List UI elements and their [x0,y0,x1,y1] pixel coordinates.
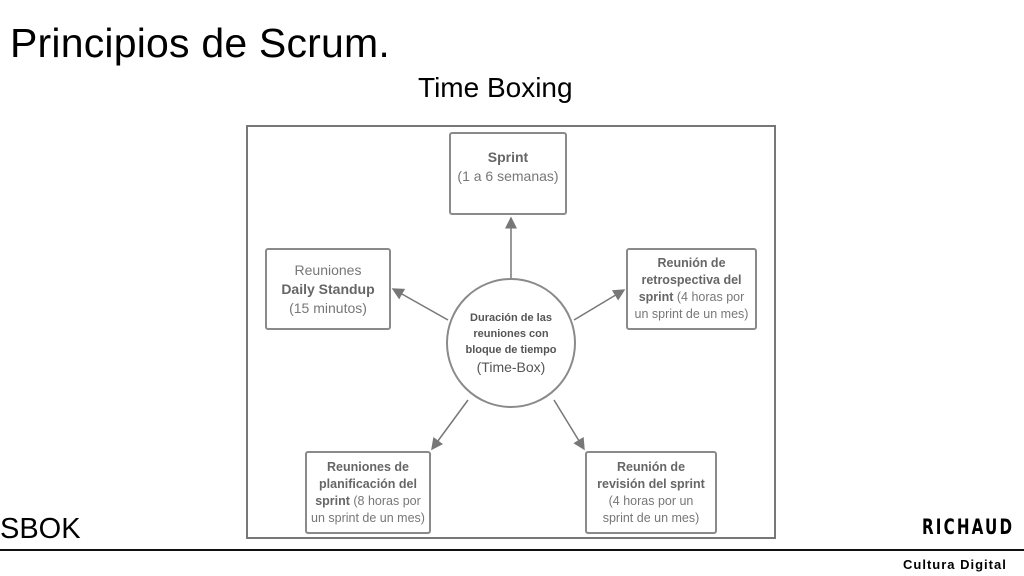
daily-label: Daily Standup [281,280,375,297]
center-line3: bloque de tiempo [465,343,557,356]
planning-line3-bold: sprint [315,493,350,508]
source-label: SBOK [0,513,81,545]
planning-line4: un sprint de un mes) [311,510,425,525]
footer-divider [0,549,1024,551]
arrow-to-review [553,399,585,451]
retrospective-box: Reunión de retrospectiva del sprint (4 h… [626,248,757,330]
brand-tagline: Cultura Digital [903,557,1007,572]
daily-standup-box: Reuniones Daily Standup (15 minutos) [265,248,391,330]
slide-subtitle: Time Boxing [418,72,573,103]
arrow-to-retro [573,289,626,321]
arrow-to-daily [391,288,449,321]
review-line4: sprint de un mes) [602,510,700,525]
timebox-center-circle: Duración de las reuniones con bloque de … [446,278,576,408]
brand-logo: RICHAUD [922,515,1015,539]
sprint-duration: (1 a 6 semanas) [457,168,559,184]
retro-line4: un sprint de un mes) [634,307,749,321]
review-line2: revisión del sprint [597,476,705,491]
daily-duration: (15 minutos) [289,299,367,316]
planning-line1: Reuniones de [327,459,409,474]
retro-line1: Reunión de [657,256,726,270]
review-box: Reunión de revisión del sprint (4 horas … [585,451,717,534]
center-line2: reuniones con [473,327,549,340]
planning-line2: planificación del [319,476,417,491]
retro-line3: (4 horas por [673,290,745,304]
daily-line1: Reuniones [294,261,362,278]
review-line3: (4 horas por un [608,493,694,508]
sprint-label: Sprint [487,149,529,165]
center-line4: (Time-Box) [476,358,546,375]
retro-line2: retrospectiva del [641,273,742,287]
slide-title: Principios de Scrum. [10,20,390,66]
retro-line3-bold: sprint [638,290,674,304]
planning-line3: (8 horas por [349,493,421,508]
arrow-to-planning [431,399,469,451]
center-line1: Duración de las [470,311,552,324]
planning-box: Reuniones de planificación del sprint (8… [305,451,431,534]
review-line1: Reunión de [616,459,686,474]
sprint-box: Sprint (1 a 6 semanas) [449,132,567,215]
